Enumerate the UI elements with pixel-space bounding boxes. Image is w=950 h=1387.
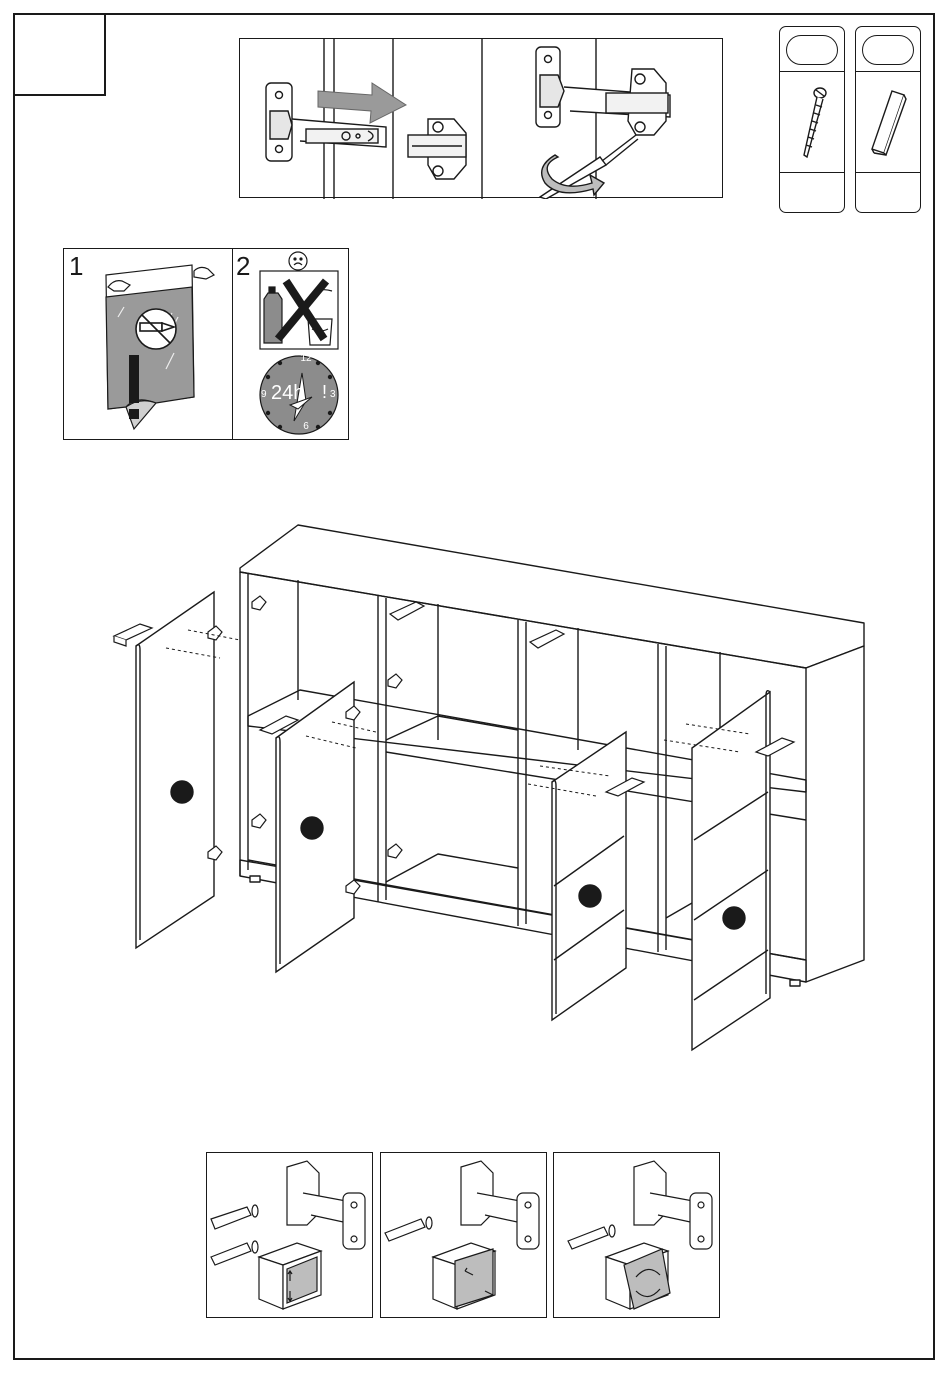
step-number-box	[13, 13, 106, 96]
hardware-letter	[862, 35, 914, 65]
door-icon	[692, 691, 770, 1050]
care-divider	[232, 249, 233, 439]
clock-number-3: 3	[330, 389, 336, 400]
adjust-cube-icon	[606, 1243, 670, 1309]
adjust-cube-icon	[259, 1243, 321, 1309]
clock-number-6: 6	[295, 421, 317, 432]
care-step-1-number: 1	[69, 251, 83, 282]
care-step-2-number: 2	[236, 251, 250, 282]
hinge-mounting-strip	[239, 38, 723, 198]
hinge-adjust-illustration	[207, 1153, 372, 1317]
cleaning-warning-illustration	[252, 251, 348, 437]
door-icon	[552, 732, 626, 1020]
hardware-letter	[786, 35, 838, 65]
handle-bar-icon	[870, 87, 910, 157]
hardware-divider	[780, 71, 844, 72]
hardware-card-screw	[779, 26, 845, 213]
adjustment-panel-depth	[380, 1152, 547, 1318]
hinge-adjust-illustration	[554, 1153, 719, 1317]
film-removal-illustration	[94, 257, 229, 437]
clock-number-9: 9	[261, 389, 267, 400]
adjustment-panel-side	[553, 1152, 720, 1318]
hardware-divider	[856, 172, 920, 173]
screw-icon	[798, 85, 828, 165]
warning-icon	[129, 355, 139, 419]
cabinet-assembly-illustration	[100, 520, 880, 1060]
cabinet-top	[240, 525, 864, 668]
hardware-divider	[780, 172, 844, 173]
door-icon	[136, 592, 214, 948]
no-knife-icon	[136, 309, 176, 349]
hardware-divider	[856, 71, 920, 72]
clock-number-12: 12	[295, 353, 317, 364]
hardware-card-handle	[855, 26, 921, 213]
adjustment-panel-height	[206, 1152, 373, 1318]
care-instructions-panel: 1 2 !	[63, 248, 349, 440]
hinge-mounting-illustration	[240, 39, 724, 199]
hinge-adjust-illustration	[381, 1153, 546, 1317]
cabinet-side-panel	[806, 646, 864, 982]
sad-face-icon	[289, 252, 307, 270]
clock-24h-text: 24h	[271, 382, 304, 405]
clock-warning-mark: !	[322, 382, 327, 403]
adjust-cube-icon	[433, 1243, 495, 1309]
